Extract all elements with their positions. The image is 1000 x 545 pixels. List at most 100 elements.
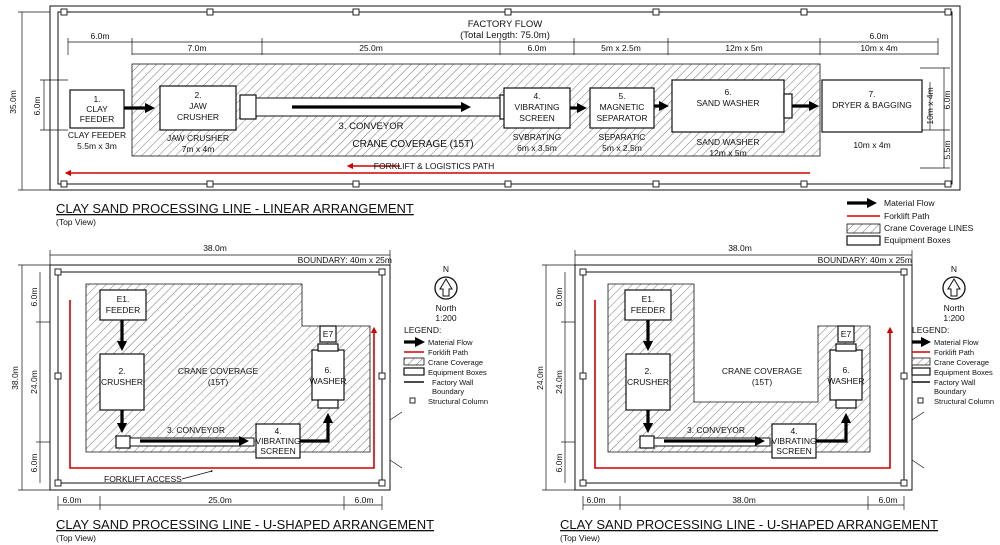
svg-text:(15T): (15T) xyxy=(752,377,772,387)
bl-structural-columns xyxy=(54,268,386,487)
bl-north-arrow: N North 1:200 xyxy=(434,264,458,323)
svg-text:Crane Coverage: Crane Coverage xyxy=(934,358,989,367)
bl-dim-left-outer: 38.0m xyxy=(10,366,20,390)
material-flow-arrows xyxy=(124,100,820,114)
bl-washer xyxy=(311,349,345,401)
svg-text:1:200: 1:200 xyxy=(943,313,965,323)
svg-text:5.: 5. xyxy=(618,91,625,101)
br-conveyor-start xyxy=(639,435,655,449)
bl-vibrating-screen xyxy=(255,423,301,459)
svg-text:7.: 7. xyxy=(868,89,875,99)
svg-text:WASHER: WASHER xyxy=(828,376,865,386)
svg-text:SCREEN: SCREEN xyxy=(776,446,811,456)
bl-north-letter: N xyxy=(443,264,449,274)
svg-text:2.: 2. xyxy=(118,366,125,376)
svg-text:Boundary: Boundary xyxy=(432,387,464,396)
u-shape-right-layout: 38.0m BOUNDARY: 40m x 25m 24.0m 6.0m 24.… xyxy=(535,243,994,543)
svg-text:CRUSHER: CRUSHER xyxy=(177,112,219,122)
forklift-label: FORKLIFT & LOGISTICS PATH xyxy=(374,161,494,171)
svg-text:Factory Wall: Factory Wall xyxy=(934,378,976,387)
svg-text:E7: E7 xyxy=(323,329,334,339)
svg-text:Crane Coverage: Crane Coverage xyxy=(428,358,483,367)
crusher-label: JAW CRUSHER xyxy=(167,133,229,143)
svg-text:CLAY: CLAY xyxy=(86,104,108,114)
svg-text:LEGEND:: LEGEND: xyxy=(404,325,441,335)
svg-text:E1.: E1. xyxy=(642,294,655,304)
dim-right-1: 10m x 4m xyxy=(925,87,935,124)
br-title: CLAY SAND PROCESSING LINE - U-SHAPED ARR… xyxy=(560,517,938,532)
dim-right-2: 6.0m xyxy=(942,91,952,110)
svg-text:4.: 4. xyxy=(533,91,540,101)
svg-text:Material Flow: Material Flow xyxy=(934,338,979,347)
svg-text:E1.: E1. xyxy=(117,294,130,304)
bl-title: CLAY SAND PROCESSING LINE - U-SHAPED ARR… xyxy=(56,517,434,532)
legend-forklift-path: Forklift Path xyxy=(884,211,930,221)
br-structural-columns xyxy=(579,268,908,487)
svg-text:6.: 6. xyxy=(324,365,331,375)
svg-text:6.: 6. xyxy=(724,87,731,97)
br-north-arrow: N North 1:200 xyxy=(942,264,966,323)
bl-forklift-path xyxy=(69,300,378,469)
svg-text:CRUSHER: CRUSHER xyxy=(627,377,669,387)
washer-label: SAND WASHER xyxy=(697,137,760,147)
dim-top-6: 12m x 5m xyxy=(725,43,762,53)
dim-left-outer: 35.0m xyxy=(8,90,18,114)
conveyor-label: 3. CONVEYOR xyxy=(339,121,404,132)
legend-crane-icon xyxy=(846,223,881,234)
feeder-size: 5.5m x 3m xyxy=(77,141,117,151)
svg-text:CRUSHER: CRUSHER xyxy=(101,377,143,387)
svg-text:E7: E7 xyxy=(841,329,852,339)
bl-crane-coverage xyxy=(85,283,371,453)
svg-text:Structural Column: Structural Column xyxy=(428,397,488,406)
svg-text:Forklift Path: Forklift Path xyxy=(934,348,974,357)
svg-text:MAGNETIC: MAGNETIC xyxy=(600,102,645,112)
svg-text:4.: 4. xyxy=(790,426,797,436)
svg-text:LEGEND:: LEGEND: xyxy=(912,325,949,335)
br-dim-left-1: 6.0m xyxy=(554,288,564,307)
total-length-label: (Total Length: 75.0m) xyxy=(460,30,550,41)
bl-dim-top: 38.0m xyxy=(203,243,227,253)
br-north-letter: N xyxy=(951,264,957,274)
svg-text:Material Flow: Material Flow xyxy=(428,338,473,347)
br-forklift-path xyxy=(594,300,894,469)
dim-top-7: 6.0m xyxy=(870,31,889,41)
dim-left-inner: 6.0m xyxy=(32,97,42,116)
br-vibrating-screen xyxy=(771,423,817,459)
br-crane-label: CRANE COVERAGE xyxy=(722,366,803,376)
equipment-vibrating-screen: 4. VIBRATING SCREEN SVBRATING 6m x 3.5m xyxy=(503,87,571,153)
bl-boundary: BOUNDARY: 40m x 25m xyxy=(298,255,392,265)
svg-text:1:200: 1:200 xyxy=(435,313,457,323)
factory-outer-wall xyxy=(49,5,961,191)
factory-flow-label: FACTORY FLOW xyxy=(468,19,542,30)
linear-title: CLAY SAND PROCESSING LINE - LINEAR ARRAN… xyxy=(56,201,414,216)
dim-top-8: 10m x 4m xyxy=(860,43,897,53)
br-legend: LEGEND: Material Flow Forklift Path Cran… xyxy=(911,325,994,406)
feeder-label: CLAY FEEDER xyxy=(68,130,126,140)
svg-text:4.: 4. xyxy=(274,426,281,436)
br-dim-bottom-3: 6.0m xyxy=(879,495,898,505)
svg-text:SEPARATOR: SEPARATOR xyxy=(596,113,647,123)
separator-size: 5m x 2.5m xyxy=(602,143,642,153)
bl-subtitle: (Top View) xyxy=(56,533,96,543)
bl-e7 xyxy=(319,325,337,343)
structural-columns-top xyxy=(60,8,952,188)
equipment-magnetic-separator: 5. MAGNETIC SEPARATOR SEPARATIC 5m x 2.5… xyxy=(589,87,655,153)
svg-text:JAW: JAW xyxy=(189,101,207,111)
br-conveyor-label: 3. CONVEYOR xyxy=(687,425,745,435)
bl-dim-bottom-2: 25.0m xyxy=(208,495,232,505)
svg-text:2.: 2. xyxy=(644,366,651,376)
dim-top-2: 7.0m xyxy=(188,43,207,53)
svg-text:SAND WASHER: SAND WASHER xyxy=(697,98,760,108)
separator-label: SEPARATIC xyxy=(599,132,646,142)
br-e7 xyxy=(837,325,855,343)
dim-top-5: 5m x 2.5m xyxy=(601,43,641,53)
bl-material-flow xyxy=(116,320,334,447)
bl-door xyxy=(389,411,403,469)
washer-size: 12m x 5m xyxy=(709,148,746,158)
legend-crane-coverage: Crane Coverage LINES xyxy=(884,223,974,233)
bl-crane-label: CRANE COVERAGE xyxy=(178,366,259,376)
bl-outer-wall xyxy=(49,264,391,491)
crusher-size: 7m x 4m xyxy=(182,144,215,154)
screen-label: SVBRATING xyxy=(513,132,562,142)
br-material-flow xyxy=(642,320,852,447)
